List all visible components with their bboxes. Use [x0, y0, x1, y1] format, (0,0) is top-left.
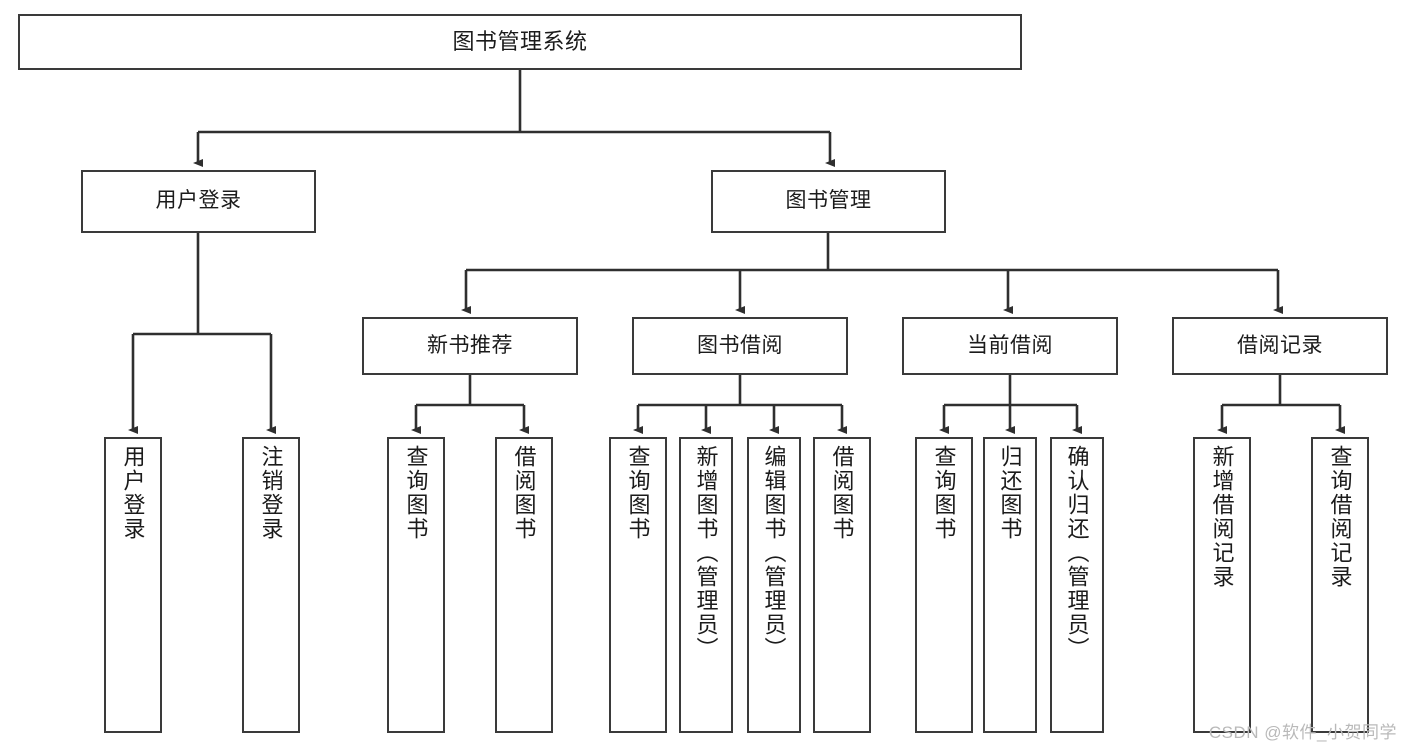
leaf-label: 借阅图书 [829, 445, 855, 541]
node-book-borrow-label: 图书借阅 [697, 333, 783, 357]
node-user-login-label: 用户登录 [155, 189, 242, 213]
leaf-current-return-book[interactable]: 归还图书 [983, 437, 1037, 733]
leaf-recommend-borrow-book[interactable]: 借阅图书 [495, 437, 553, 733]
leaf-record-query-record[interactable]: 查询借阅记录 [1311, 437, 1369, 733]
leaf-current-query-book[interactable]: 查询图书 [915, 437, 973, 733]
leaf-label: 注销登录 [258, 445, 284, 541]
node-current-borrow[interactable]: 当前借阅 [902, 317, 1118, 375]
leaf-label: 查询图书 [625, 445, 651, 541]
node-book-management-label: 图书管理 [785, 189, 872, 213]
leaf-borrow-borrow-book[interactable]: 借阅图书 [813, 437, 871, 733]
node-current-borrow-label: 当前借阅 [967, 333, 1053, 357]
leaf-borrow-query-book[interactable]: 查询图书 [609, 437, 667, 733]
leaf-label: 借阅图书 [511, 445, 537, 541]
node-root[interactable]: 图书管理系统 [18, 14, 1022, 70]
node-book-management[interactable]: 图书管理 [711, 170, 946, 233]
node-new-book-recommend[interactable]: 新书推荐 [362, 317, 578, 375]
leaf-label: 查询图书 [403, 445, 429, 541]
leaf-current-confirm-return-admin[interactable]: 确认归还（管理员） [1050, 437, 1104, 733]
leaf-label: 新增借阅记录 [1209, 445, 1235, 589]
node-book-borrow[interactable]: 图书借阅 [632, 317, 848, 375]
leaf-label: 归还图书 [997, 445, 1023, 541]
node-borrow-record-label: 借阅记录 [1237, 333, 1323, 357]
leaf-borrow-add-book-admin[interactable]: 新增图书（管理员） [679, 437, 733, 733]
leaf-label: 编辑图书（管理员） [761, 445, 787, 661]
leaf-label: 用户登录 [120, 445, 146, 541]
node-root-label: 图书管理系统 [452, 29, 588, 55]
leaf-label: 查询借阅记录 [1327, 445, 1353, 589]
node-new-book-recommend-label: 新书推荐 [427, 333, 513, 357]
node-user-login[interactable]: 用户登录 [81, 170, 316, 233]
leaf-user-login-login[interactable]: 用户登录 [104, 437, 162, 733]
leaf-borrow-edit-book-admin[interactable]: 编辑图书（管理员） [747, 437, 801, 733]
node-borrow-record[interactable]: 借阅记录 [1172, 317, 1388, 375]
leaf-record-add-record[interactable]: 新增借阅记录 [1193, 437, 1251, 733]
leaf-label: 确认归还（管理员） [1064, 445, 1090, 661]
leaf-recommend-query-book[interactable]: 查询图书 [387, 437, 445, 733]
leaf-user-login-logout[interactable]: 注销登录 [242, 437, 300, 733]
leaf-label: 查询图书 [931, 445, 957, 541]
leaf-label: 新增图书（管理员） [693, 445, 719, 661]
